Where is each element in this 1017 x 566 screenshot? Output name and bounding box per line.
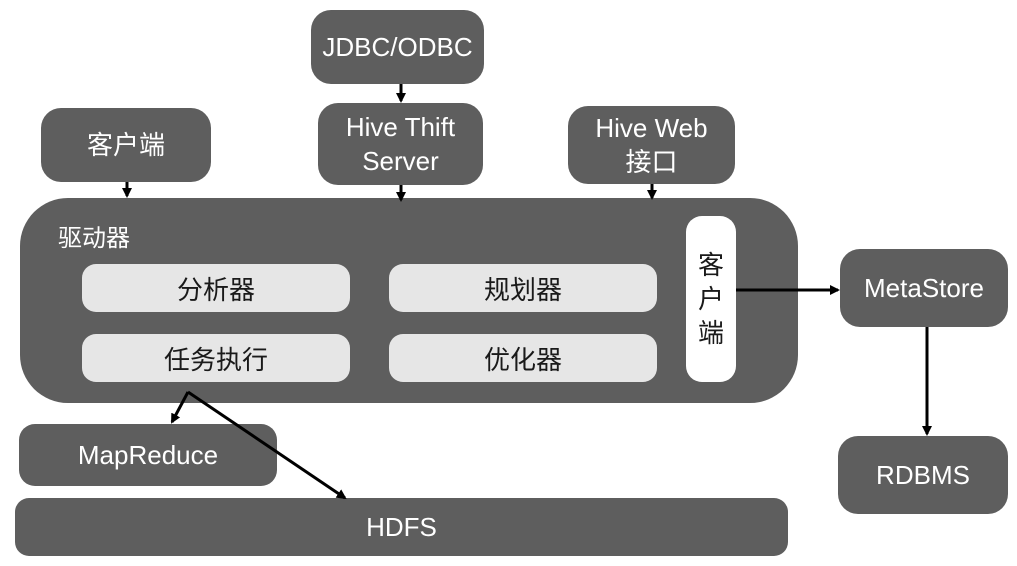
optimizer-label: 优化器 xyxy=(483,344,562,375)
analyzer-label: 分析器 xyxy=(176,274,255,305)
hdfs-node: HDFS xyxy=(15,498,788,556)
hive-web-label-line2: 接口 xyxy=(625,147,678,177)
analyzer-node: 分析器 xyxy=(82,264,350,312)
task-execution-node: 任务执行 xyxy=(82,334,350,382)
hive-web-node: Hive Web 接口 xyxy=(568,106,735,184)
client-label: 客户端 xyxy=(86,130,165,160)
driver-client-char-2: 户 xyxy=(697,284,724,314)
task-execution-label: 任务执行 xyxy=(163,344,268,375)
rdbms-node: RDBMS xyxy=(838,436,1008,514)
metastore-label: MetaStore xyxy=(864,273,984,303)
metastore-node: MetaStore xyxy=(840,249,1008,327)
hive-web-label-line1: Hive Web xyxy=(595,113,708,143)
arrow-task-to-hdfs xyxy=(187,390,347,500)
driver-label: 驱动器 xyxy=(58,225,130,252)
rdbms-label: RDBMS xyxy=(876,460,970,490)
hdfs-label: HDFS xyxy=(366,512,437,542)
hive-thrift-label-line2: Server xyxy=(362,146,439,176)
mapreduce-node: MapReduce xyxy=(19,424,277,486)
hive-thrift-server-node: Hive Thift Server xyxy=(318,103,483,185)
arrow-task-to-mapreduce xyxy=(170,391,190,424)
driver-client-char-3: 端 xyxy=(697,318,724,348)
hive-thrift-label-line1: Hive Thift xyxy=(345,112,456,142)
client-node: 客户端 xyxy=(41,108,211,182)
jdbc-odbc-node: JDBC/ODBC xyxy=(311,10,484,84)
optimizer-node: 优化器 xyxy=(389,334,657,382)
planner-label: 规划器 xyxy=(483,274,562,305)
driver-client-char-1: 客 xyxy=(697,250,724,280)
planner-node: 规划器 xyxy=(389,264,657,312)
mapreduce-label: MapReduce xyxy=(77,440,219,470)
jdbc-odbc-label: JDBC/ODBC xyxy=(322,32,473,62)
driver-client-node: 客 户 端 xyxy=(686,216,736,382)
